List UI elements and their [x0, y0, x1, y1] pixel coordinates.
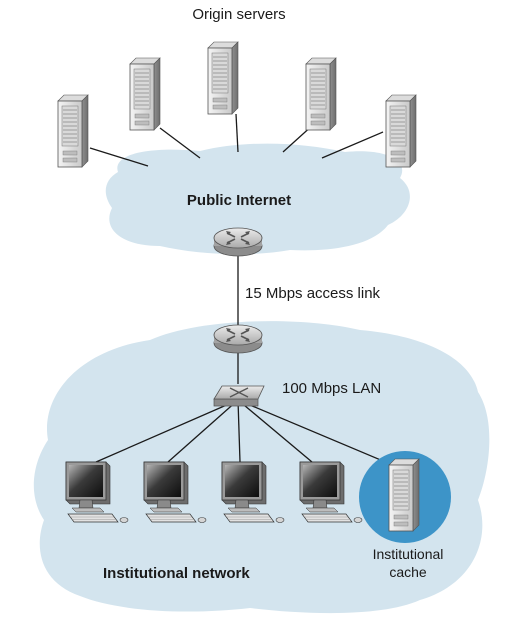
institutional-cache-label: Institutional cache	[352, 545, 464, 581]
access-link-label: 15 Mbps access link	[245, 285, 381, 302]
public-internet-label: Public Internet	[186, 192, 292, 209]
lan-switch-icon	[213, 385, 265, 407]
institutional-cache-icon	[359, 451, 451, 543]
origin-servers-label: Origin servers	[192, 6, 286, 23]
origin-server-icon	[129, 57, 161, 131]
institutional-network-label: Institutional network	[103, 565, 250, 582]
cache-label-line1: Institutional	[372, 546, 444, 562]
public-internet-cloud	[105, 143, 410, 255]
lan-label: 100 Mbps LAN	[282, 380, 382, 397]
origin-server-icon	[305, 57, 337, 131]
lan-links	[95, 254, 396, 467]
origin-server-icon	[385, 94, 417, 168]
internet-router-icon	[213, 227, 263, 257]
origin-server-icon	[207, 41, 239, 115]
institutional-router-icon	[213, 324, 263, 354]
cache-label-line2: cache	[389, 564, 427, 580]
origin-server-icon	[57, 94, 89, 168]
